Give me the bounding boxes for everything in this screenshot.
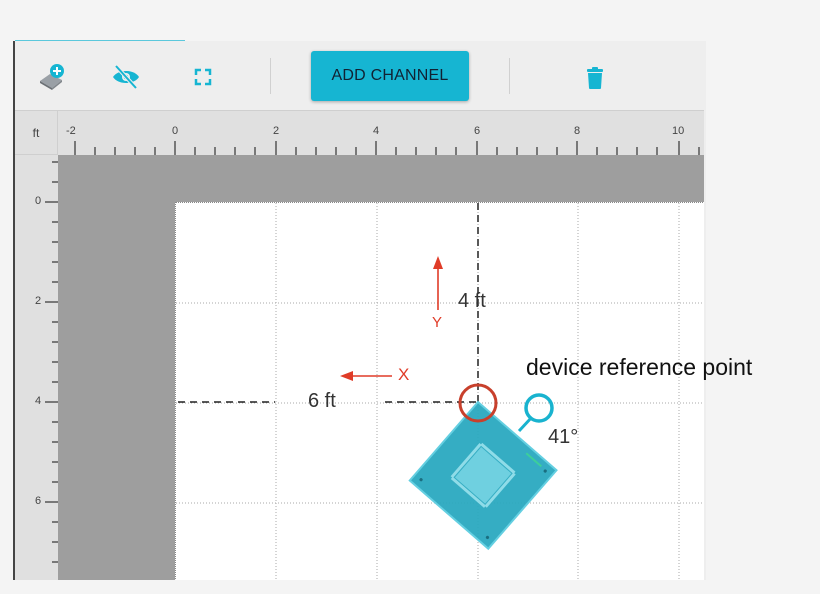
h-tick-label: 2 (273, 125, 280, 137)
floor-canvas[interactable] (175, 202, 704, 580)
vertical-ruler-ticks (45, 161, 58, 563)
horizontal-ruler-ticks (74, 141, 700, 155)
h-tick-label: 8 (574, 125, 581, 137)
v-tick-label: 6 (35, 495, 42, 507)
grid-lines (176, 203, 704, 580)
reference-point-label: device reference point (526, 354, 753, 380)
h-tick-label: -2 (66, 125, 76, 137)
toolbar-divider (270, 58, 271, 94)
add-layer-icon (40, 64, 64, 90)
delete-button[interactable] (580, 62, 610, 92)
v-tick-label: 0 (35, 195, 42, 207)
v-tick-label: 4 (35, 395, 42, 407)
y-axis-label: Y (432, 314, 443, 331)
x-axis-label: X (398, 365, 410, 384)
h-tick-label: 4 (373, 125, 380, 137)
delete-icon (587, 67, 603, 89)
h-tick-label: 10 (672, 125, 685, 137)
fit-to-screen-button[interactable] (188, 62, 218, 92)
toolbar-divider (509, 58, 510, 94)
y-offset-label: 4 ft (458, 290, 486, 312)
v-tick-label: 2 (35, 295, 42, 307)
vertical-ruler: 0 2 4 6 (15, 155, 58, 580)
rotation-angle-label: 41° (548, 426, 579, 448)
toolbar: ADD CHANNEL (15, 42, 704, 111)
workspace[interactable] (58, 155, 704, 580)
x-offset-label: 6 ft (308, 390, 336, 412)
h-tick-label: 6 (474, 125, 481, 137)
fullscreen-icon (194, 68, 212, 86)
ruler-unit-label: ft (15, 111, 58, 155)
h-tick-label: 0 (172, 125, 179, 137)
horizontal-ruler: -2 0 2 4 6 8 10 (58, 111, 704, 155)
add-channel-button[interactable]: ADD CHANNEL (311, 51, 469, 101)
add-layer-button[interactable] (37, 62, 67, 92)
toggle-visibility-button[interactable] (111, 62, 141, 92)
visibility-off-icon (113, 64, 139, 90)
